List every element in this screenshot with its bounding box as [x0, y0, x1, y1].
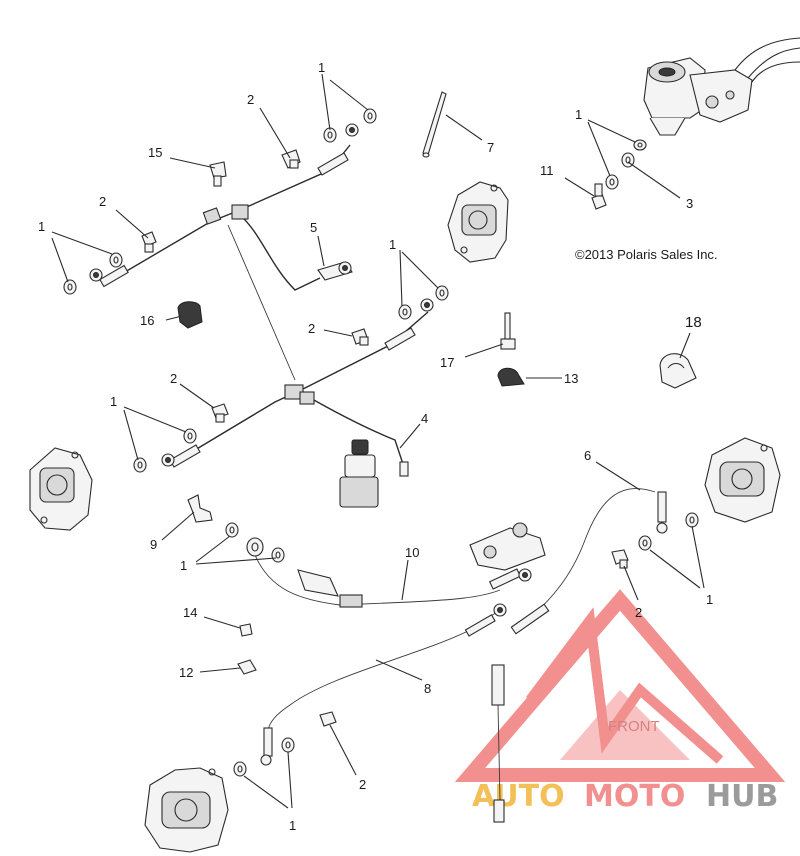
- brake-lines-upper: [89, 123, 359, 381]
- caliper-right: [704, 437, 781, 523]
- caliper-left: [29, 447, 93, 531]
- callout-8: 8: [424, 681, 431, 696]
- callout-1: 1: [389, 237, 396, 252]
- fasteners: [141, 91, 697, 727]
- callout-10: 10: [405, 545, 419, 560]
- callout-17: 17: [440, 355, 454, 370]
- watermark-word-auto: AUTO: [472, 779, 565, 814]
- callout-1: 1: [706, 592, 713, 607]
- master-cylinder: [643, 37, 800, 136]
- callout-2: 2: [359, 777, 366, 792]
- caliper-bottom: [144, 767, 229, 853]
- callout-14: 14: [183, 605, 197, 620]
- callout-11: 11: [540, 163, 554, 178]
- callout-1: 1: [575, 107, 582, 122]
- watermark-front-label: FRONT: [608, 718, 660, 735]
- caliper-top: [447, 181, 509, 263]
- washers: [63, 108, 699, 777]
- callout-2: 2: [247, 92, 254, 107]
- watermark-logo: FRONT AUTO MOTO HUB: [454, 589, 786, 814]
- callout-15: 15: [148, 145, 162, 160]
- callout-5: 5: [310, 220, 317, 235]
- callout-2: 2: [635, 605, 642, 620]
- watermark-word-moto: MOTO: [584, 779, 685, 814]
- callout-18: 18: [685, 314, 702, 331]
- brake-lines-lower: [161, 298, 434, 508]
- callout-16: 16: [140, 313, 154, 328]
- callout-2: 2: [308, 321, 315, 336]
- brake-hoses-long: [260, 488, 668, 823]
- callout-2: 2: [99, 194, 106, 209]
- callout-9: 9: [150, 537, 157, 552]
- callout-7: 7: [487, 140, 494, 155]
- copyright-text: ©2013 Polaris Sales Inc.: [575, 247, 718, 262]
- callouts: 1 1 1 1 1 1 1 1 2 2 2 2 2 2 3 4 5 6 7 8 …: [38, 60, 713, 833]
- callout-1: 1: [289, 818, 296, 833]
- callout-4: 4: [421, 411, 428, 426]
- callout-3: 3: [686, 196, 693, 211]
- callout-6: 6: [584, 448, 591, 463]
- callout-1: 1: [318, 60, 325, 75]
- callout-1: 1: [38, 219, 45, 234]
- callout-1: 1: [180, 558, 187, 573]
- callout-1: 1: [110, 394, 117, 409]
- callout-2: 2: [170, 371, 177, 386]
- watermark-word-hub: HUB: [706, 779, 778, 814]
- leader-lines: [51, 73, 705, 809]
- callout-12: 12: [179, 665, 193, 680]
- brake-line-10: [254, 522, 546, 608]
- callout-13: 13: [564, 371, 578, 386]
